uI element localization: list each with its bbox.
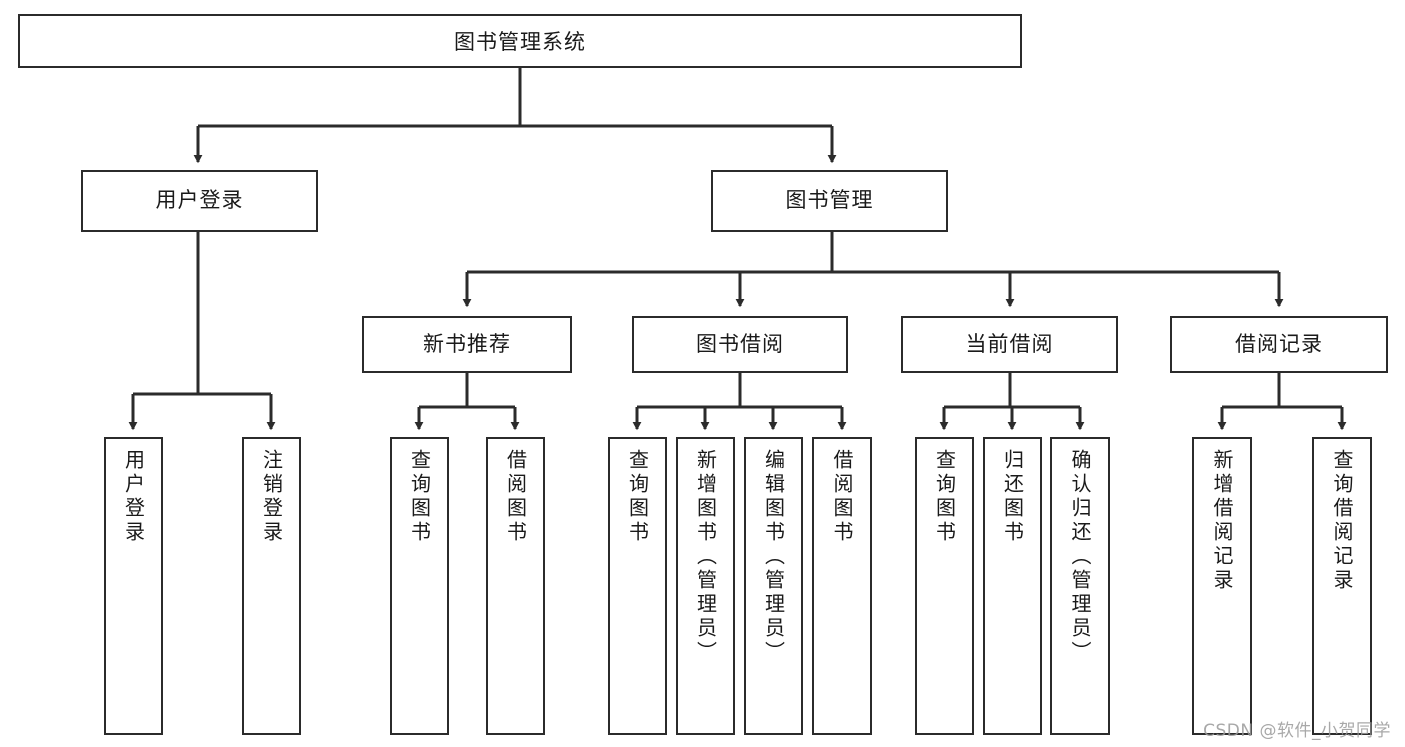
node-label: 借阅图书	[503, 449, 528, 545]
node-user-login[interactable]: 用户登录	[81, 170, 318, 232]
leaf-borrow-edit-book-admin[interactable]: 编辑图书（管理员）	[744, 437, 803, 735]
node-borrow-record[interactable]: 借阅记录	[1170, 316, 1388, 373]
node-label: 归还图书	[1000, 449, 1025, 545]
node-label: 新增图书（管理员）	[693, 449, 718, 665]
node-label: 注销登录	[259, 449, 284, 545]
leaf-recommend-borrow-book[interactable]: 借阅图书	[486, 437, 545, 735]
leaf-record-add-borrow-record[interactable]: 新增借阅记录	[1192, 437, 1252, 735]
leaf-current-confirm-return-admin[interactable]: 确认归还（管理员）	[1050, 437, 1110, 735]
node-label: 用户登录	[155, 188, 244, 213]
node-label: 图书管理	[785, 188, 874, 213]
leaf-recommend-query-book[interactable]: 查询图书	[390, 437, 449, 735]
node-label: 图书借阅	[696, 331, 784, 356]
leaf-borrow-add-book-admin[interactable]: 新增图书（管理员）	[676, 437, 735, 735]
node-label: 图书管理系统	[454, 30, 586, 54]
leaf-borrow-query-book[interactable]: 查询图书	[608, 437, 667, 735]
leaf-borrow-borrow-book[interactable]: 借阅图书	[812, 437, 872, 735]
node-book-management[interactable]: 图书管理	[711, 170, 948, 232]
node-label: 查询图书	[932, 449, 957, 545]
node-current-borrow[interactable]: 当前借阅	[901, 316, 1118, 373]
node-root-book-management-system[interactable]: 图书管理系统	[18, 14, 1022, 68]
leaf-record-query-borrow-record[interactable]: 查询借阅记录	[1312, 437, 1372, 735]
leaf-user-login-logout[interactable]: 注销登录	[242, 437, 301, 735]
node-label: 借阅图书	[830, 449, 854, 545]
leaf-current-return-book[interactable]: 归还图书	[983, 437, 1042, 735]
node-label: 查询图书	[625, 449, 650, 545]
node-label: 借阅记录	[1235, 331, 1323, 356]
node-label: 当前借阅	[965, 331, 1054, 356]
leaf-current-query-book[interactable]: 查询图书	[915, 437, 974, 735]
node-label: 新书推荐	[423, 331, 511, 356]
node-label: 编辑图书（管理员）	[761, 449, 786, 665]
node-label: 新增借阅记录	[1210, 449, 1234, 593]
node-label: 确认归还（管理员）	[1068, 449, 1092, 665]
csdn-watermark: CSDN @软件_小贺同学	[1203, 721, 1391, 741]
node-label: 查询图书	[407, 449, 432, 545]
node-new-book-recommend[interactable]: 新书推荐	[362, 316, 572, 373]
node-label: 查询借阅记录	[1330, 449, 1354, 593]
node-book-borrow[interactable]: 图书借阅	[632, 316, 848, 373]
node-label: 用户登录	[121, 449, 146, 545]
leaf-user-login-login[interactable]: 用户登录	[104, 437, 163, 735]
